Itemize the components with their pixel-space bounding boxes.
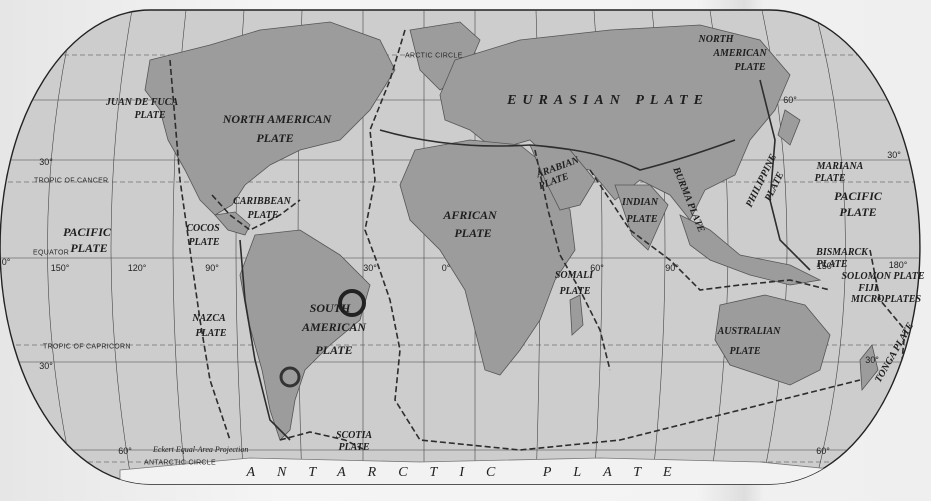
rotation-arrow-small — [279, 366, 301, 388]
label-mariana-2: PLATE — [814, 173, 846, 184]
label-lon-150e: 150° — [816, 261, 836, 271]
label-pacific-east-1: PACIFIC — [834, 189, 882, 203]
label-eurasian-plate: EURASIAN PLATE — [507, 93, 709, 108]
projection-credit: Eckert Equal-Area Projection — [153, 445, 249, 454]
north-america — [144, 21, 396, 216]
label-lon-120w: 120° — [127, 263, 147, 273]
label-lat-30n-west: 30° — [39, 157, 53, 167]
label-pacific-west-1: PACIFIC — [63, 225, 111, 239]
label-bismarck-2: PLATE — [816, 259, 848, 270]
new-zealand — [859, 344, 879, 392]
label-antarctic-plate: ANTARCTIC PLATE — [246, 465, 694, 480]
south-america — [239, 229, 371, 441]
label-north-american-1: NORTH AMERICAN — [222, 112, 332, 126]
label-lat-60s-west: 60° — [118, 446, 132, 456]
label-nazca-2: PLATE — [195, 328, 227, 339]
australia — [714, 294, 831, 386]
antarctica — [119, 457, 841, 484]
central-america — [214, 211, 251, 236]
label-lat-30n-east: 30° — [887, 150, 901, 160]
label-lat-30s-west: 30° — [39, 361, 53, 371]
label-australian-1: AUSTRALIAN — [717, 326, 781, 337]
label-caribbean-2: PLATE — [247, 210, 279, 221]
label-fiji-2: MICROPLATES — [850, 294, 922, 305]
label-australian-2: PLATE — [729, 346, 761, 357]
se-asia — [679, 214, 822, 286]
label-scotia-1: SCOTIA — [335, 430, 373, 441]
label-lon-90e: 90° — [665, 263, 679, 273]
label-north-american-top-3: PLATE — [734, 62, 766, 73]
label-cocos-1: COCOS — [186, 223, 220, 234]
label-north-american-top-2: AMERICAN — [713, 48, 767, 59]
label-lon-60e: 60° — [590, 263, 604, 273]
label-pacific-west-2: PLATE — [70, 241, 108, 255]
label-lon-30w: 30° — [363, 263, 377, 273]
label-south-american-1: SOUTH — [309, 301, 351, 315]
label-mariana-1: MARIANA — [816, 161, 864, 172]
eurasia — [439, 24, 791, 221]
label-solomon-plate: SOLOMON PLATE — [841, 271, 925, 282]
label-lon-150w: 150° — [50, 263, 70, 273]
label-scotia-2: PLATE — [338, 442, 370, 453]
label-cocos-2: PLATE — [188, 237, 220, 248]
label-lat-60s-east: 60° — [816, 446, 830, 456]
label-lon-180: 180° — [888, 260, 908, 270]
label-juan-de-fuca-1: JUAN DE FUCA — [105, 97, 179, 108]
label-tropic-of-cancer: TROPIC OF CANCER — [34, 177, 109, 185]
label-equator: EQUATOR — [33, 249, 70, 257]
india — [614, 184, 669, 251]
label-somali-1: SOMALI — [554, 270, 594, 281]
label-tropic-of-capricorn: TROPIC OF CAPRICORN — [43, 343, 131, 351]
rotation-arrow — [338, 289, 366, 317]
label-lon-90w: 90° — [205, 263, 219, 273]
label-juan-de-fuca-2: PLATE — [134, 110, 166, 121]
label-north-american-2: PLATE — [256, 131, 294, 145]
label-somali-2: PLATE — [559, 286, 591, 297]
label-lat-0: 0° — [1, 257, 11, 267]
plate-boundaries — [169, 29, 906, 451]
label-caribbean-1: CARIBBEAN — [233, 196, 291, 207]
japan — [777, 109, 801, 146]
label-lat-60n: 60° — [783, 95, 797, 105]
label-north-american-top-1: NORTH — [698, 34, 734, 45]
label-african-1: AFRICAN — [443, 208, 497, 222]
label-indian-2: PLATE — [626, 214, 658, 225]
label-south-american-2: AMERICAN — [301, 320, 367, 334]
label-lat-30s-east: 30° — [865, 355, 879, 365]
label-fiji-1: FIJI — [858, 283, 878, 294]
label-african-2: PLATE — [454, 226, 492, 240]
label-indian-1: INDIAN — [621, 197, 659, 208]
label-south-american-3: PLATE — [315, 343, 353, 357]
label-bismarck-1: BISMARCK — [816, 247, 868, 258]
landmasses — [144, 21, 879, 441]
label-pacific-east-2: PLATE — [839, 205, 877, 219]
label-antarctic-circle: ANTARCTIC CIRCLE — [144, 459, 216, 467]
label-nazca-1: NAZCA — [192, 313, 226, 324]
label-lon-0: 0° — [441, 263, 451, 273]
label-arctic-circle: ARCTIC CIRCLE — [405, 52, 463, 60]
madagascar — [569, 294, 584, 336]
